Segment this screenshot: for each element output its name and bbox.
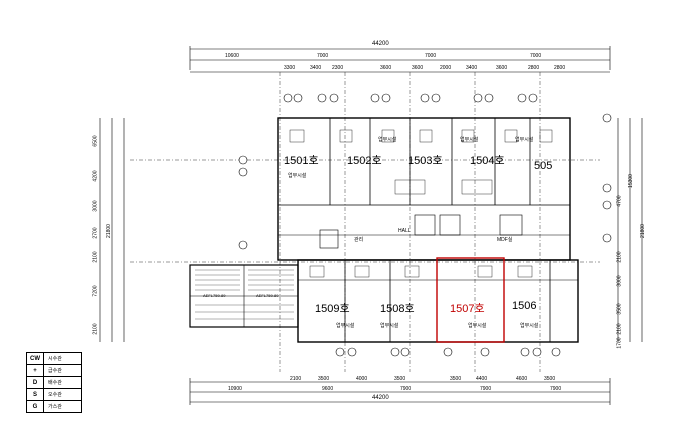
dim-text: 2100 [290, 376, 302, 382]
legend-row: D 배수관 [27, 377, 81, 389]
unit-label-1504: 1504호 [470, 155, 505, 167]
legend-row: G 가스관 [27, 401, 81, 412]
legend-symbol: CW [27, 353, 44, 364]
dim-text: 7900 [480, 386, 492, 392]
dim-text: 3400 [310, 65, 322, 71]
dim-text: 3500 [394, 376, 406, 382]
grid-axis-lines [130, 72, 600, 372]
room-label: 업무시설 [468, 323, 487, 329]
legend-label: 가스관 [48, 404, 62, 410]
dim-text: 7900 [400, 386, 412, 392]
dim-text: 3300 [284, 65, 296, 71]
unit-label-1508: 1508호 [380, 303, 415, 315]
legend-row: S 오수관 [27, 389, 81, 401]
dim-text: 6500 [92, 135, 99, 147]
dim-text: 3500 [544, 376, 556, 382]
dim-text: 10900 [228, 386, 242, 392]
core-label-mdf: MDF실 [497, 237, 513, 243]
dim-text: 7900 [550, 386, 562, 392]
room-label: 업무시설 [336, 323, 355, 329]
dim-text: 3600 [496, 65, 508, 71]
unit-label-1501: 1501호 [284, 155, 319, 167]
dim-text: 3500 [616, 303, 623, 315]
legend-symbol: G [27, 401, 44, 412]
room-label: 업무시설 [380, 323, 399, 329]
dim-text: 3000 [616, 275, 623, 287]
dim-text: 1700 [616, 337, 623, 349]
legend-label: 급수관 [48, 368, 62, 374]
legend-row: + 급수관 [27, 365, 81, 377]
dim-text: 15300 [627, 174, 634, 188]
unit-label-1503: 1503호 [408, 155, 443, 167]
dim-text: 3000 [92, 200, 99, 212]
unit-label-1507: 1507호 [450, 303, 485, 315]
core-label-admin: 관리 [354, 237, 364, 243]
pipe-legend: CW 시수관 + 급수관 D 배수관 S 오수관 G 가스관 [26, 352, 82, 413]
dim-text: 4200 [92, 170, 99, 182]
legend-symbol: D [27, 377, 44, 388]
overall-width-bottom: 44200 [372, 395, 389, 401]
top-dim-row2: 3300 3400 2300 3600 3600 2000 3400 3600 … [280, 65, 610, 73]
dim-text: 7200 [92, 285, 99, 297]
dim-text: 10600 [225, 53, 239, 59]
dim-text: 9600 [322, 386, 334, 392]
right-dims: 4700 15300 21800 2100 3000 3500 2100 170… [614, 118, 654, 349]
dim-text: 2800 [554, 65, 566, 71]
dim-text: 2100 [616, 323, 623, 335]
dim-text: 21800 [105, 224, 112, 238]
legend-row: CW 시수관 [27, 353, 81, 365]
dim-text: 3600 [412, 65, 424, 71]
legend-symbol: + [27, 365, 44, 376]
dim-text: 2800 [528, 65, 540, 71]
legend-label: 배수관 [48, 380, 62, 386]
bottom-dim-row1: 2100 3500 4000 3500 3500 4400 4600 3500 [290, 376, 590, 384]
unit-label-505: 505 [534, 160, 553, 172]
dim-text: 21800 [639, 224, 646, 238]
dim-text: 7000 [317, 53, 329, 59]
legend-label: 시수관 [48, 356, 62, 362]
highlighted-unit-1507 [436, 257, 505, 343]
core-label-stair-a: AEFL759-89 [203, 293, 226, 298]
dim-text: 2700 [92, 227, 99, 239]
unit-label-1506: 1506 [512, 300, 537, 312]
unit-label-1509: 1509호 [315, 303, 350, 315]
bottom-dim-row2: 10900 9600 7900 7900 7900 [190, 386, 610, 394]
dim-text: 4700 [616, 195, 623, 207]
dimension-lines [99, 46, 643, 405]
dim-text: 2300 [332, 65, 344, 71]
legend-symbol: S [27, 389, 44, 400]
legend-label: 오수관 [48, 392, 62, 398]
top-dim-row1: 10600 7000 7000 7000 [190, 53, 610, 61]
room-label: 업무시설 [515, 137, 534, 143]
overall-width-top: 44200 [372, 41, 389, 47]
dim-text: 3500 [450, 376, 462, 382]
dim-text: 3600 [380, 65, 392, 71]
room-label: 업무시설 [288, 173, 307, 179]
dim-text: 2100 [92, 323, 99, 335]
dim-text: 3500 [318, 376, 330, 382]
left-dims: 6500 4200 3000 2700 2100 7200 2100 21800 [90, 118, 120, 348]
core-label-stair-b: AEFL759-89 [256, 293, 279, 298]
room-label: 업무시설 [378, 137, 397, 143]
dim-text: 4400 [476, 376, 488, 382]
dim-text: 2100 [616, 251, 623, 263]
room-label: 업무시설 [460, 137, 479, 143]
dim-text: 3400 [466, 65, 478, 71]
dim-text: 4600 [516, 376, 528, 382]
dim-text: 2000 [440, 65, 452, 71]
unit-label-1502: 1502호 [347, 155, 382, 167]
core-label-hall: HALL [398, 228, 411, 234]
dim-text: 2100 [92, 251, 99, 263]
dim-text: 7000 [425, 53, 437, 59]
dim-text: 4000 [356, 376, 368, 382]
dim-text: 7000 [530, 53, 542, 59]
room-label: 업무시설 [520, 323, 539, 329]
axis-bubbles [238, 93, 612, 357]
